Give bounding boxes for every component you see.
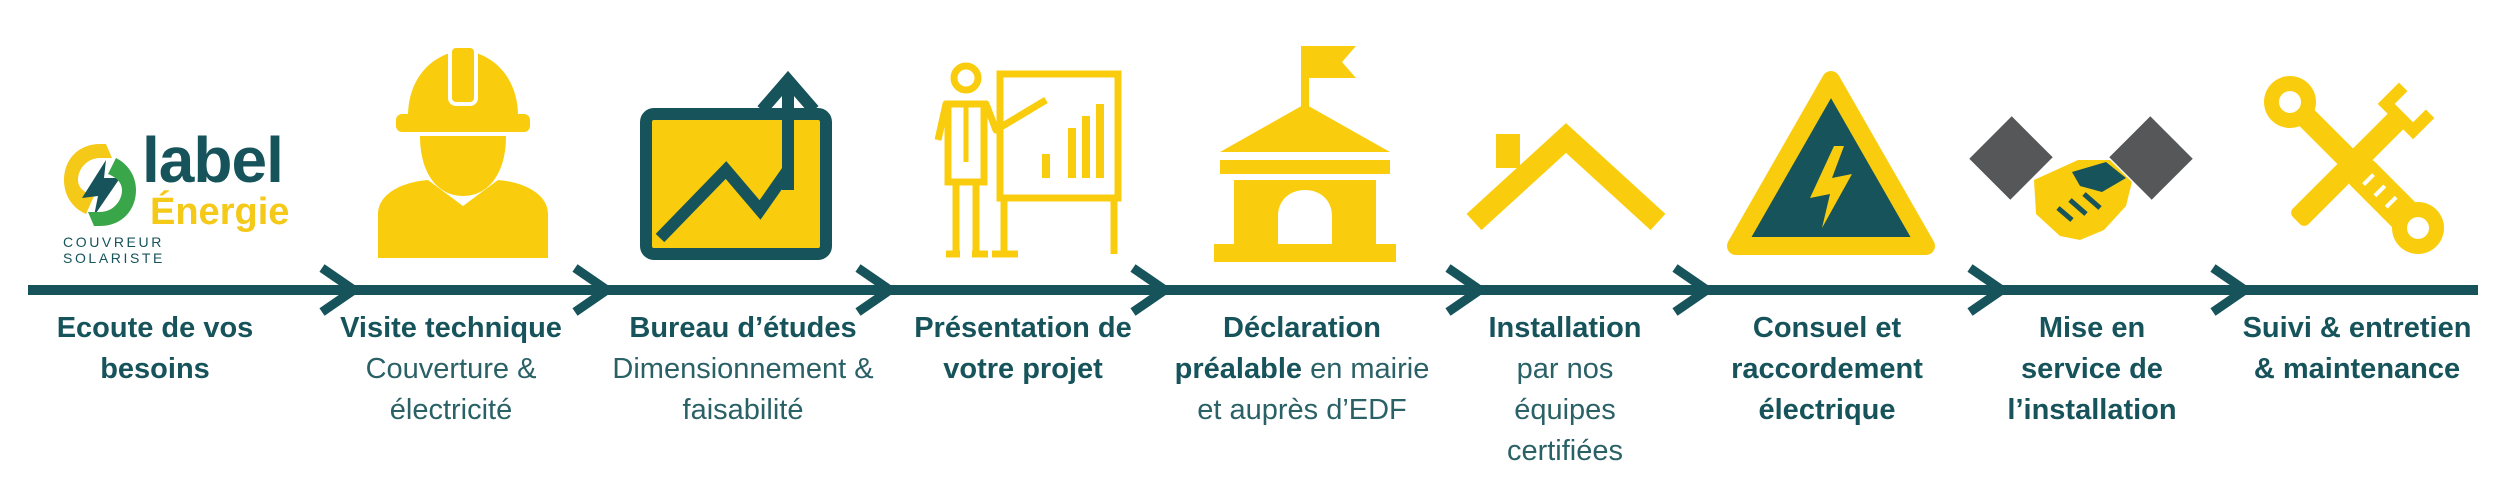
handshake-icon xyxy=(1969,108,2193,258)
step-detail: par nos équipes certifiées xyxy=(1506,353,1624,467)
timeline-arrow xyxy=(1130,264,1173,316)
house-roof-icon xyxy=(1466,118,1666,238)
timeline-arrow xyxy=(572,264,615,316)
step-title: Mise en service de l’installation xyxy=(2007,312,2177,426)
growth-chart-icon xyxy=(640,70,840,262)
step-detail: Dimensionnement & faisabilité xyxy=(612,353,874,426)
step-title: Bureau d’études xyxy=(629,312,857,344)
step-label-bureau: Bureau d’études Dimensionnement & faisab… xyxy=(598,308,888,431)
timeline-arrow xyxy=(2210,264,2253,316)
timeline-arrow xyxy=(319,264,362,316)
timeline-arrow xyxy=(1967,264,2010,316)
logo-word-label: label xyxy=(142,124,284,196)
step-title: Déclaration préalable xyxy=(1174,312,1381,385)
step-label-visite: Visite technique Couverture & électricit… xyxy=(326,308,576,431)
step-title: Installation xyxy=(1488,312,1642,344)
step-label-presentation: Présentation de votre projet xyxy=(898,308,1148,390)
logo-tagline: COUVREUR SOLARISTE xyxy=(63,234,165,266)
step-title: Consuel et raccordement électrique xyxy=(1731,312,1923,426)
step-label-suivi: Suivi & entretien & maintenance xyxy=(2232,308,2482,390)
tools-icon xyxy=(2248,64,2458,264)
step-detail: Couverture & électricité xyxy=(365,353,537,426)
timeline-arrow xyxy=(1672,264,1715,316)
logo-bolt-icon xyxy=(60,140,140,230)
step-label-mise-en-service: Mise en service de l’installation xyxy=(1992,308,2192,431)
step-title: Ecoute de vos besoins xyxy=(56,312,254,385)
worker-helmet-icon xyxy=(368,36,558,258)
step-detail: en mairie et auprès d’EDF xyxy=(1197,353,1430,426)
timeline-arrow xyxy=(1445,264,1488,316)
step-label-declaration: Déclaration préalable en mairie et auprè… xyxy=(1172,308,1432,431)
timeline-arrow xyxy=(855,264,898,316)
step-title: Présentation de votre projet xyxy=(914,312,1132,385)
step-label-consuel: Consuel et raccordement électrique xyxy=(1712,308,1942,431)
step-title: Suivi & entretien & maintenance xyxy=(2242,312,2472,385)
step-title: Visite technique xyxy=(340,312,562,344)
step-label-installation: Installation par nos équipes certifiées xyxy=(1470,308,1660,472)
step-label-ecoute: Ecoute de vos besoins xyxy=(30,308,280,390)
logo-word-energie: Énergie xyxy=(150,191,290,233)
town-hall-icon xyxy=(1210,40,1400,262)
presentation-board-icon xyxy=(918,62,1128,260)
high-voltage-icon xyxy=(1726,70,1936,260)
